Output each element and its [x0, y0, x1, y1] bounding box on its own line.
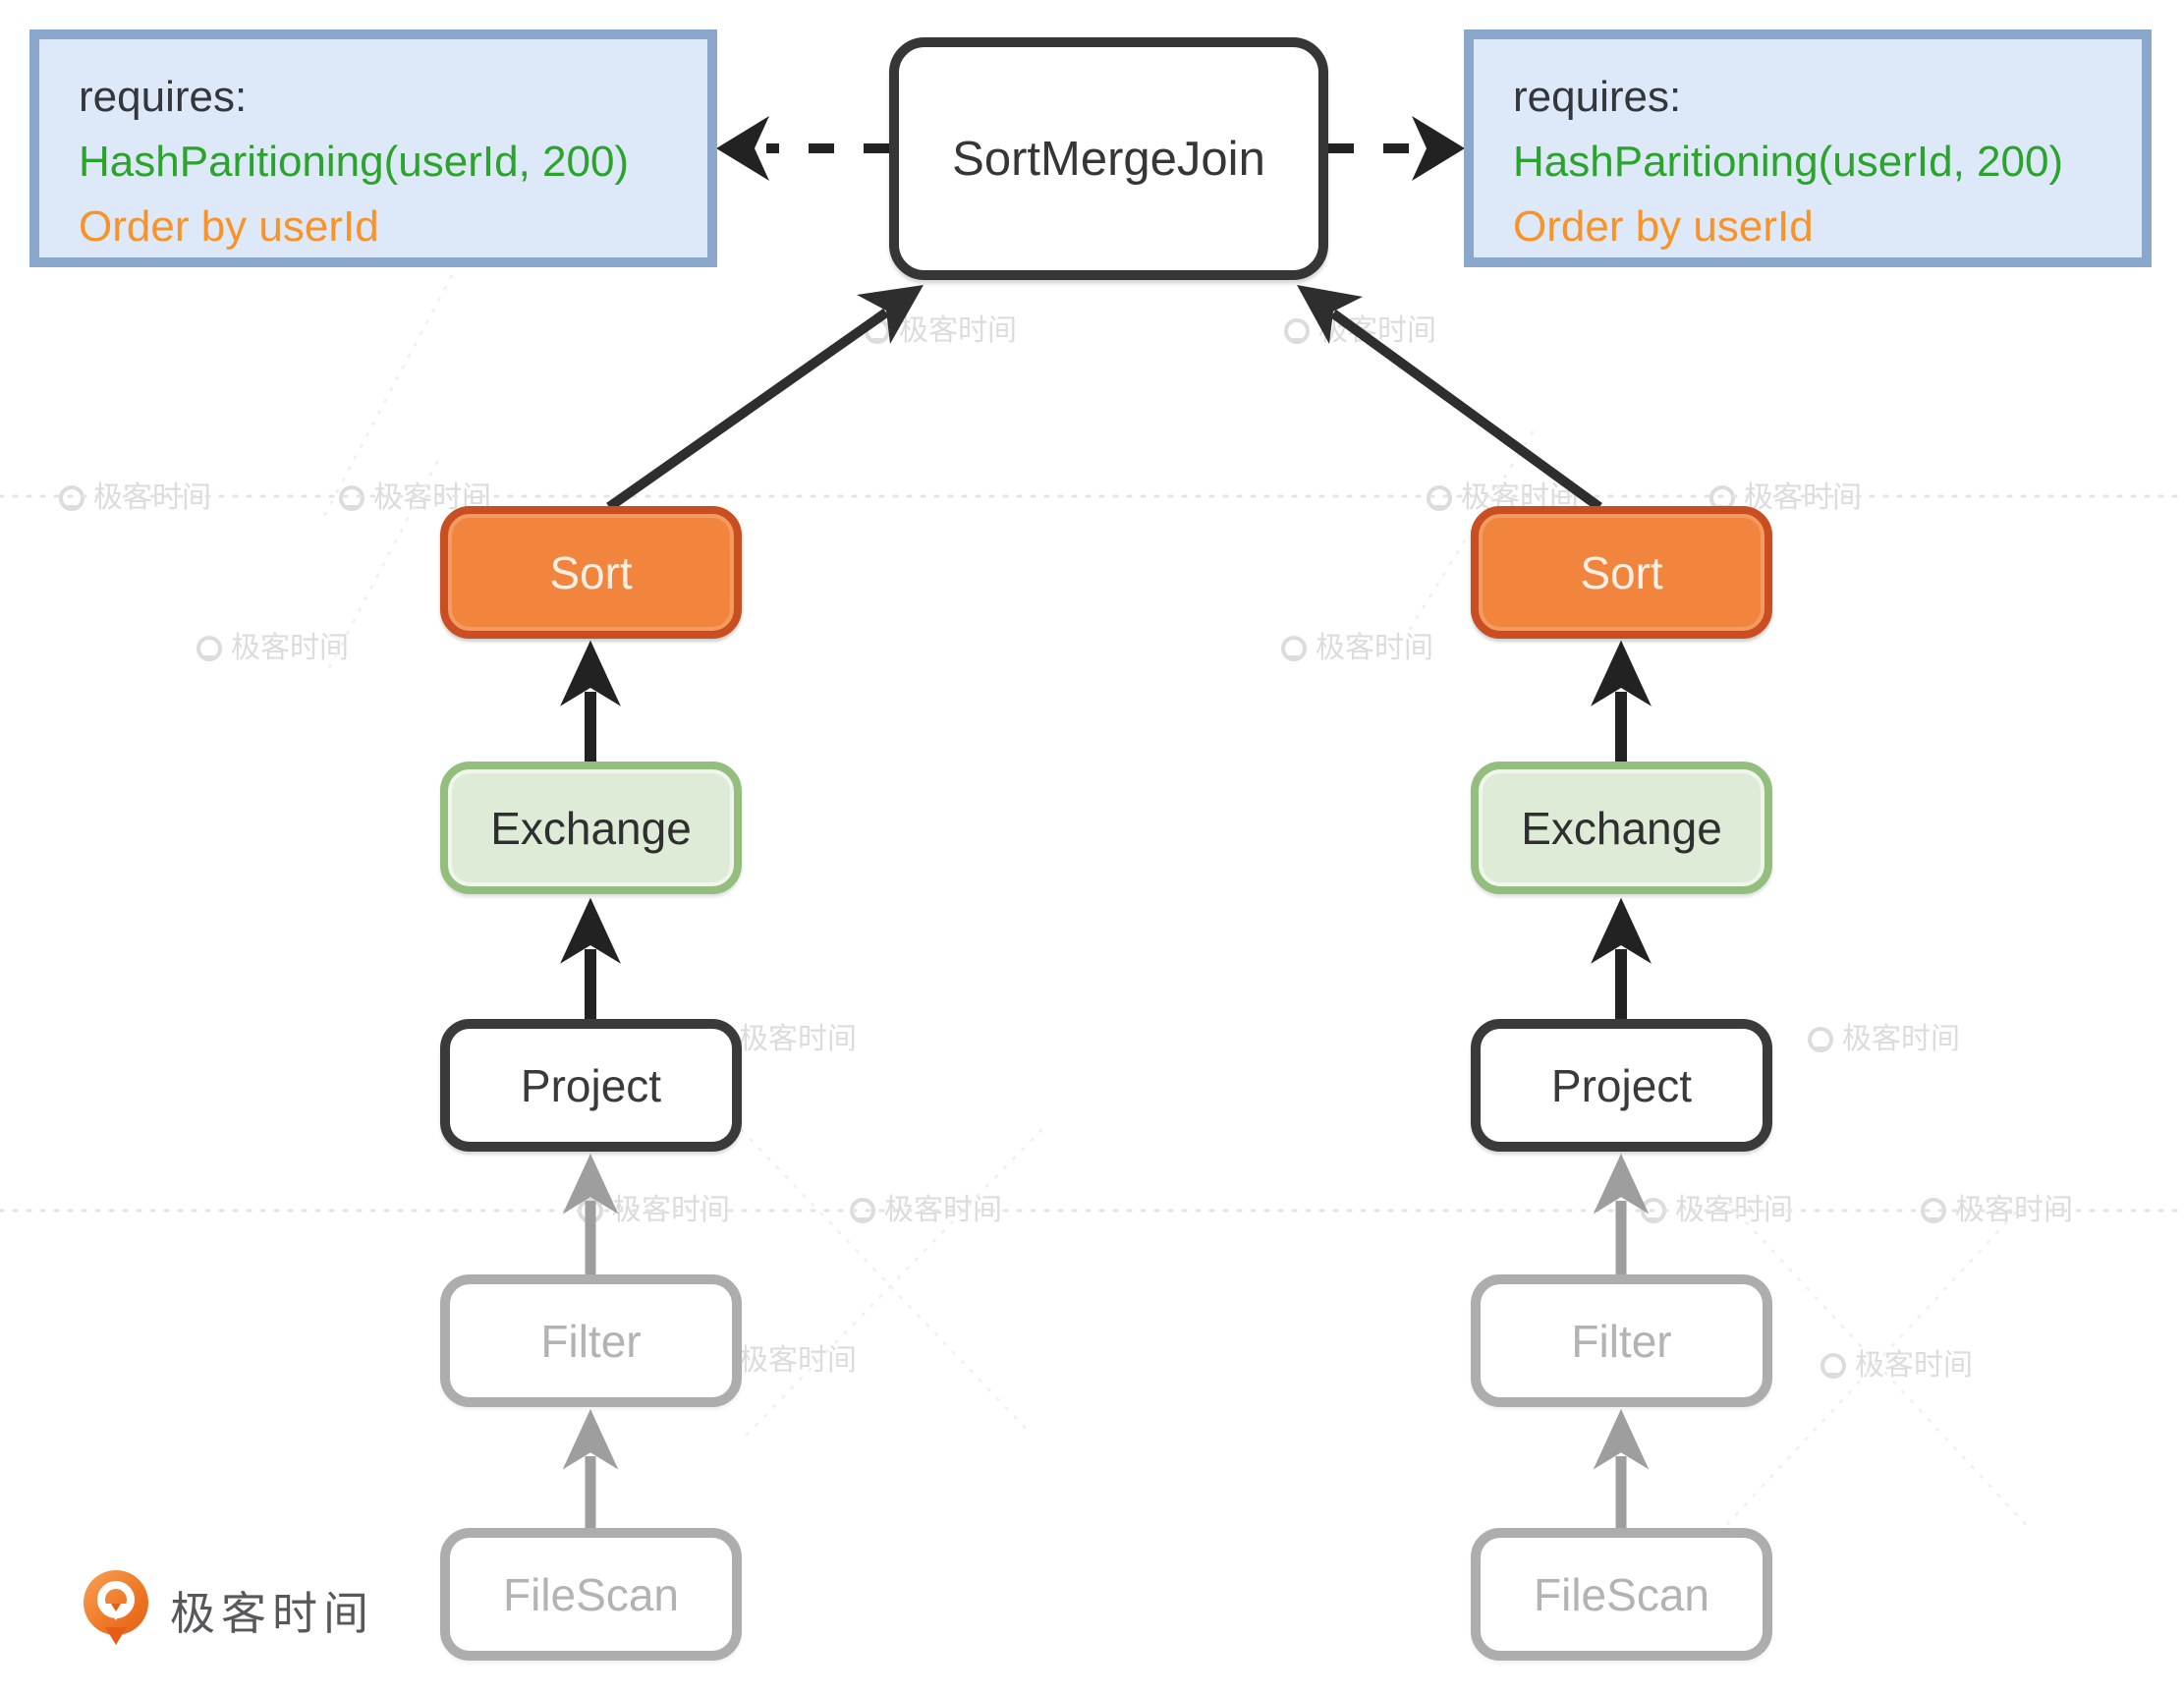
connector-dashed-left	[716, 116, 889, 181]
geektime-logo-text: 极客时间	[170, 1588, 374, 1639]
geektime-pin-icon	[1820, 1353, 1846, 1379]
node-label: Sort	[549, 546, 633, 598]
watermark-text: 极客时间	[739, 1344, 857, 1377]
node-exchange-right: Exchange	[1471, 762, 1772, 894]
requires-ordering: Order by userId	[79, 202, 379, 251]
requires-partitioning: HashParitioning(userId, 200)	[1513, 138, 2064, 186]
node-project-left: Project	[440, 1019, 742, 1152]
geektime-pin-icon	[1281, 636, 1307, 661]
watermark: 极客时间	[850, 1193, 1002, 1228]
geektime-pin-icon	[84, 1570, 148, 1651]
requires-title: requires:	[79, 73, 248, 121]
requires-partitioning: HashParitioning(userId, 200)	[79, 138, 630, 186]
node-label: Sort	[1580, 546, 1663, 598]
watermark-text: 极客时间	[1842, 1023, 1960, 1055]
watermark-text: 极客时间	[884, 1194, 1002, 1226]
connector-dashed-right	[1328, 116, 1465, 181]
node-project-right: Project	[1471, 1019, 1772, 1152]
watermark: 极客时间	[1808, 1022, 1960, 1057]
requires-title: requires:	[1513, 73, 1682, 121]
node-label: Filter	[1571, 1315, 1672, 1367]
node-filter-left: Filter	[440, 1274, 742, 1407]
node-label: FileScan	[1534, 1568, 1709, 1620]
node-label: Exchange	[490, 802, 692, 854]
node-sortmergejoin: SortMergeJoin	[889, 37, 1328, 280]
geektime-pin-icon	[1284, 318, 1310, 344]
geektime-logo: 极客时间	[84, 1570, 374, 1651]
node-sort-left: Sort	[440, 506, 742, 639]
node-label: Exchange	[1521, 802, 1722, 854]
node-sort-right: Sort	[1471, 506, 1772, 639]
node-label: Project	[520, 1059, 662, 1111]
watermark-dotted-lines	[0, 494, 2184, 1213]
node-filescan-left: FileScan	[440, 1528, 742, 1661]
node-label: FileScan	[503, 1568, 679, 1620]
connector-sort-left-to-join	[606, 285, 924, 512]
requires-ordering: Order by userId	[1513, 202, 1814, 251]
geektime-pin-icon	[1427, 485, 1452, 511]
watermark-text: 极客时间	[739, 1023, 857, 1055]
geektime-pin-icon	[1921, 1198, 1946, 1223]
geektime-pin-icon	[59, 485, 84, 511]
geektime-pin-icon	[1808, 1027, 1833, 1052]
node-filter-right: Filter	[1471, 1274, 1772, 1407]
watermark: 极客时间	[196, 631, 349, 666]
node-label: Project	[1550, 1059, 1693, 1111]
watermark-text: 极客时间	[1316, 632, 1433, 664]
node-label: SortMergeJoin	[952, 132, 1265, 186]
watermark-text: 极客时间	[231, 632, 349, 664]
requires-box-left: requires: HashParitioning(userId, 200) O…	[29, 29, 717, 267]
requires-box-right: requires: HashParitioning(userId, 200) O…	[1464, 29, 2152, 267]
geektime-pin-icon	[196, 636, 222, 661]
node-exchange-left: Exchange	[440, 762, 742, 894]
geektime-pin-icon	[339, 485, 364, 511]
node-filescan-right: FileScan	[1471, 1528, 1772, 1661]
watermark-text: 极客时间	[899, 314, 1017, 347]
watermark: 极客时间	[1281, 631, 1433, 666]
node-label: Filter	[540, 1315, 642, 1367]
connector-sort-right-to-join	[1297, 285, 1602, 512]
